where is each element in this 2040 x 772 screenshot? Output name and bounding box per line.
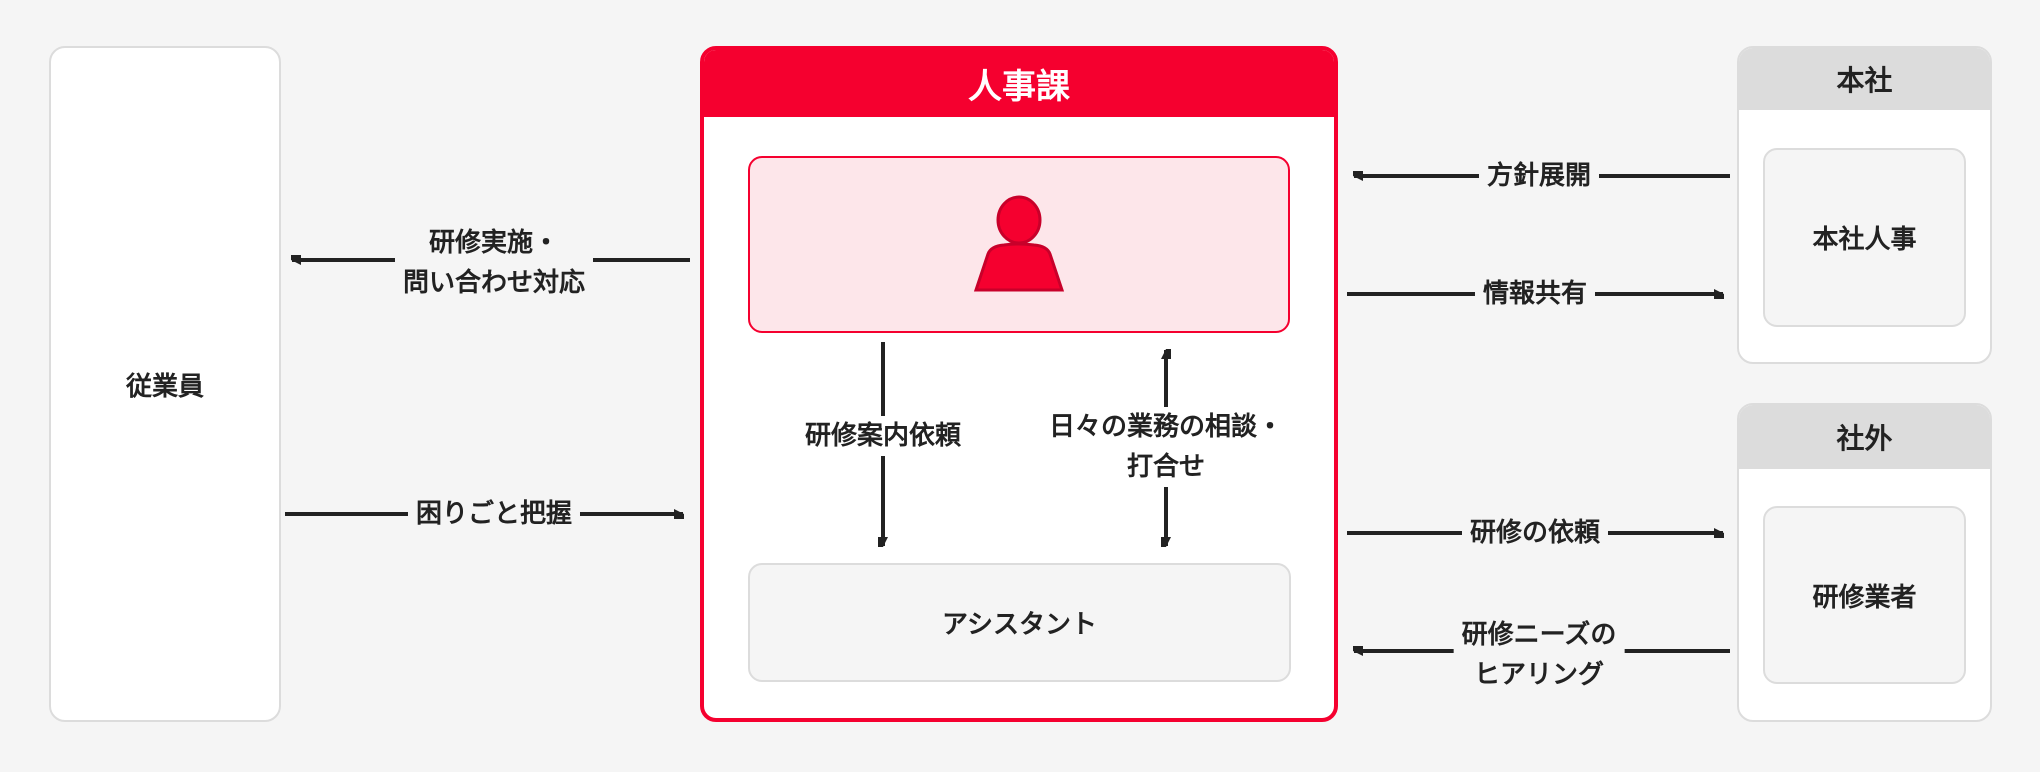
label-grasp-issues: 困りごと把握: [407, 494, 581, 534]
head-office-header: 本社: [1739, 48, 1990, 110]
label-training-inquiry: 研修実施・ 問い合わせ対応: [394, 223, 594, 303]
hr-header: 人事課: [704, 50, 1334, 117]
label-daily-consult: 日々の業務の相談・ 打合せ: [1040, 407, 1292, 487]
person-icon: [973, 195, 1065, 291]
head-office-hr-label: 本社人事: [1812, 225, 1917, 255]
training-vendor-box: 研修業者: [1763, 506, 1966, 684]
employee-box: 従業員: [49, 46, 281, 722]
external-header: 社外: [1739, 405, 1990, 469]
label-needs-hearing: 研修ニーズの ヒアリング: [1453, 615, 1625, 695]
label-info-share: 情報共有: [1474, 274, 1596, 314]
label-line-1: 研修実施・: [428, 228, 560, 258]
hr-title: 人事課: [968, 67, 1070, 107]
external-title: 社外: [1836, 422, 1893, 455]
hr-manager-box: [748, 156, 1290, 333]
label-training-request: 研修の依頼: [1461, 513, 1609, 553]
employee-label: 従業員: [125, 371, 204, 402]
assistant-label: アシスタント: [942, 610, 1097, 640]
head-office-title: 本社: [1836, 64, 1893, 97]
training-vendor-label: 研修業者: [1812, 582, 1917, 613]
label-policy-rollout: 方針展開: [1478, 156, 1600, 196]
assistant-box: アシスタント: [748, 563, 1291, 682]
head-office-hr-box: 本社人事: [1763, 148, 1966, 327]
label-line-1: 研修ニーズの: [1461, 620, 1617, 650]
label-training-guide-request: 研修案内依頼: [796, 416, 970, 456]
label-line-2: 問い合わせ対応: [402, 268, 586, 298]
label-line-2: ヒアリング: [1473, 660, 1605, 690]
label-line-1: 日々の業務の相談・: [1048, 412, 1284, 442]
label-line-2: 打合せ: [1126, 452, 1206, 482]
